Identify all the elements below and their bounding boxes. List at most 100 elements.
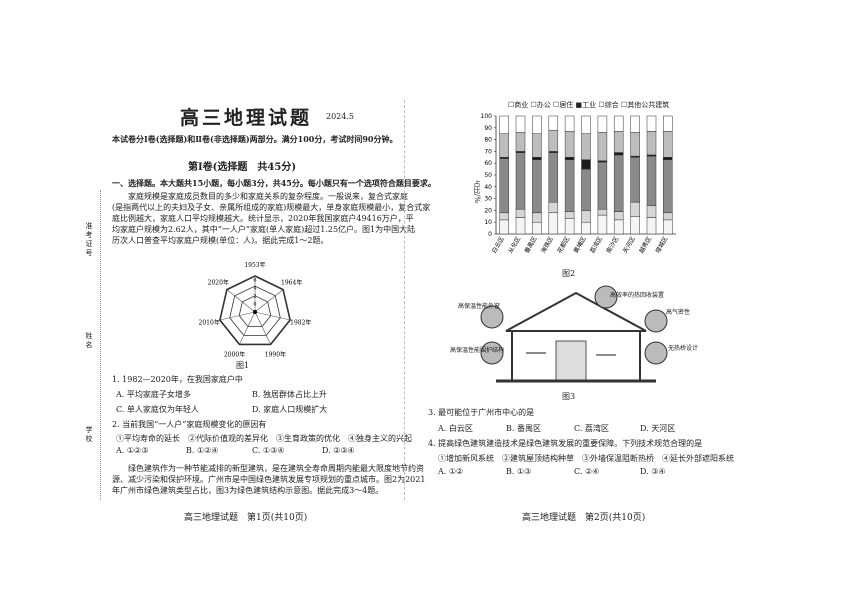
bar-segment [613,115,624,132]
q4-option-b[interactable]: B. ①③ [506,467,532,476]
radar-ring [219,275,291,346]
bar-segment [564,211,575,219]
x-tick-label: 荔湾区 [588,235,604,255]
q4-option-d[interactable]: D. ③④ [640,467,666,476]
radar-label: 1990年 [265,350,286,358]
figure-1-caption: 图1 [236,361,250,370]
exam-date: 2024.5 [326,112,354,121]
bar-segment [630,157,640,203]
q3-option-b[interactable]: B. 番禺区 [506,424,541,433]
x-tick-label: 增城区 [654,235,670,255]
x-tick-label: 南沙区 [604,235,620,255]
q3-option-a[interactable]: A. 白云区 [438,424,473,433]
bar-segment [630,201,640,217]
bar-segment [630,132,640,157]
radar-spoke [254,311,291,321]
detail-circle-envelope [480,341,504,365]
y-tick-label: 100 [481,113,493,120]
question-4-stem: 4. 提高绿色建筑建造技术是绿色建筑发展的重要保障。下列技术规范合理的是 [428,439,703,448]
legend-item: ☐商业 [508,101,529,109]
detail-circle-window [480,305,504,329]
bar-segment [499,115,509,134]
bar-segment [564,131,575,158]
bar-segment [564,159,575,212]
bar-segment [663,212,673,221]
q1-option-a[interactable]: A. 平均家庭子女增多 [116,390,191,399]
q2-option-a[interactable]: A. ①②③ [116,446,149,455]
detail-circle-thermal-bridge [644,341,668,365]
bar-segment [532,212,542,223]
passage-1: 家庭规模是家庭成员数目的多少和家庭关系的复杂程度。一般说来，复合式家庭 (是指两… [112,191,430,246]
question-1-stem: 1. 1982—2020年，在我国家庭户中 [112,375,243,384]
question-3-stem: 3. 最可能位于广州市中心的是 [428,408,535,417]
legend-item: ☐居住 [553,101,574,109]
passage-line: 家庭规模是家庭成员数目的多少和家庭关系的复杂程度。一般说来，复合式家庭 [128,192,408,201]
bar-segment [597,132,608,162]
q1-option-b[interactable]: B. 独居群体占比上升 [252,390,327,399]
bar-segment [663,157,673,160]
page-1-footer: 高三地理试题 第1页(共10页) [184,513,308,523]
radar-label: 1982年 [290,319,311,327]
q3-option-d[interactable]: D. 天河区 [640,424,676,433]
q1-option-d[interactable]: D. 家庭人口规模扩大 [252,405,328,414]
bar-segment [499,158,509,214]
y-tick-label: 10 [484,219,492,226]
page-2-footer: 高三地理试题 第2页(共10页) [522,513,646,523]
q2-option-b[interactable]: B. ①②④ [186,446,219,455]
q3-option-c[interactable]: C. 荔湾区 [574,424,609,433]
q2-option-d[interactable]: D. ②③④ [322,446,355,455]
bar-segment [581,133,591,160]
bar-segment [630,115,640,133]
bar-segment [515,115,526,133]
bar-segment [613,211,624,221]
radar-spoke [254,289,284,313]
q2-option-c[interactable]: C. ①③④ [252,446,285,455]
bar-segment [515,152,526,210]
y-tick-label: 40 [484,184,492,191]
bar-segment [499,212,509,221]
radar-scale-label: 2 [253,293,256,299]
passage-line: 均家庭户规模为2.62人，其中“一人户”家庭(单人家庭)超过1.25亿户。图1为… [112,225,416,234]
chart-legend: ☐商业 ☐办公 ☐居住 ■工业 ☐综合 ☐其他公共建筑 [508,100,669,110]
bar-segment [532,157,542,160]
radar-scale-label: 6 [253,277,256,283]
section-instruction: 一、选择题。本大题共15小题，每小题3分，共45分。每小题只有一个选项符合题目要… [112,178,436,188]
bar-segment [515,208,526,218]
fig3-label-airtight: 高气密性 [666,309,691,316]
passage-2: 绿色建筑作为一种节能减排的新型建筑，是在建筑全寿命周期内能最大限度地节约资 源、… [112,463,425,496]
bar-segment [581,221,591,235]
q1-option-c[interactable]: C. 单人家庭仅为年轻人 [116,405,199,414]
bar-segment [663,159,673,214]
section-title: 第Ⅰ卷(选择题 共45分) [188,162,297,173]
legend-item: ☐办公 [530,101,551,109]
fig3-label-heat-recovery: 高效率的热回收装置 [610,292,665,299]
question-2-items: ①平均寿命的延长 ②代际价值观的差异化 ③生育政策的优化 ④独身主义的兴起 [116,434,412,443]
bar-segment [581,210,591,223]
y-tick-label: 70 [484,148,492,155]
y-tick-label: 90 [484,125,492,132]
x-tick-label: 花都区 [555,235,571,255]
radar-label: 2010年 [199,319,220,327]
bar-segment [564,218,575,235]
radar-spoke [239,311,256,345]
radar-spoke [254,311,271,345]
question-2-stem: 2. 当前我国“一人户”家庭规模变化的原因有 [112,420,267,429]
bar-segment [597,208,608,216]
q4-option-c[interactable]: C. ②④ [574,467,600,476]
legend-item: ☐综合 [598,101,619,109]
bar-segment [532,115,542,134]
radar-label: 1953年 [244,262,265,269]
radar-label: 2000年 [224,350,245,358]
radar-scale-label: 4 [253,285,256,291]
x-tick-label: 从化区 [506,235,522,255]
x-tick-label: 黄埔区 [572,235,588,255]
q4-option-a[interactable]: A. ①② [438,467,464,476]
radar-spoke [226,289,256,313]
detail-circle-heat-recovery [594,285,618,309]
question-4-items: ①增加新风系统 ②建筑屋顶结构种草 ③外墙保温阻断热桥 ④延长外部遮阳系统 [438,454,734,463]
y-tick-label: 0 [488,231,492,238]
passage-line: (是指两代以上的夫妇及子女、亲属所组成的家庭)规模最大，单身家庭规模最小，复合式… [112,203,431,212]
y-tick-label: 50 [484,172,492,179]
